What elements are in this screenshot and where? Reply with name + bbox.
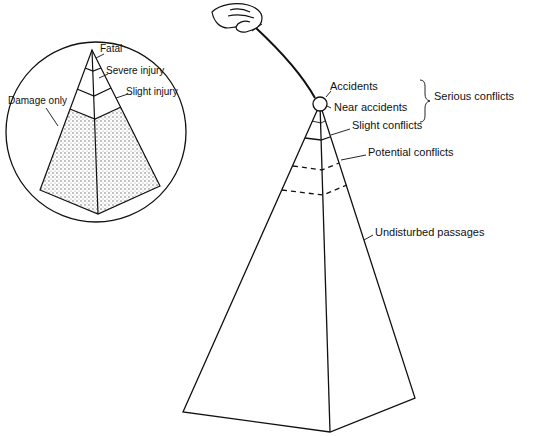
level-label: Accidents xyxy=(330,80,378,93)
inset-level-label: Slight injury xyxy=(126,85,178,98)
inset-level-label: Damage only xyxy=(8,94,67,107)
level-label: Near accidents xyxy=(334,101,407,114)
level-label: Undisturbed passages xyxy=(375,226,484,239)
group-label: Serious conflicts xyxy=(434,90,514,103)
level-label: Slight conflicts xyxy=(352,119,422,132)
inset-level-label: Severe injury xyxy=(106,64,164,77)
inset-level-label: Fatal xyxy=(100,42,122,55)
level-label: Potential conflicts xyxy=(368,146,454,159)
